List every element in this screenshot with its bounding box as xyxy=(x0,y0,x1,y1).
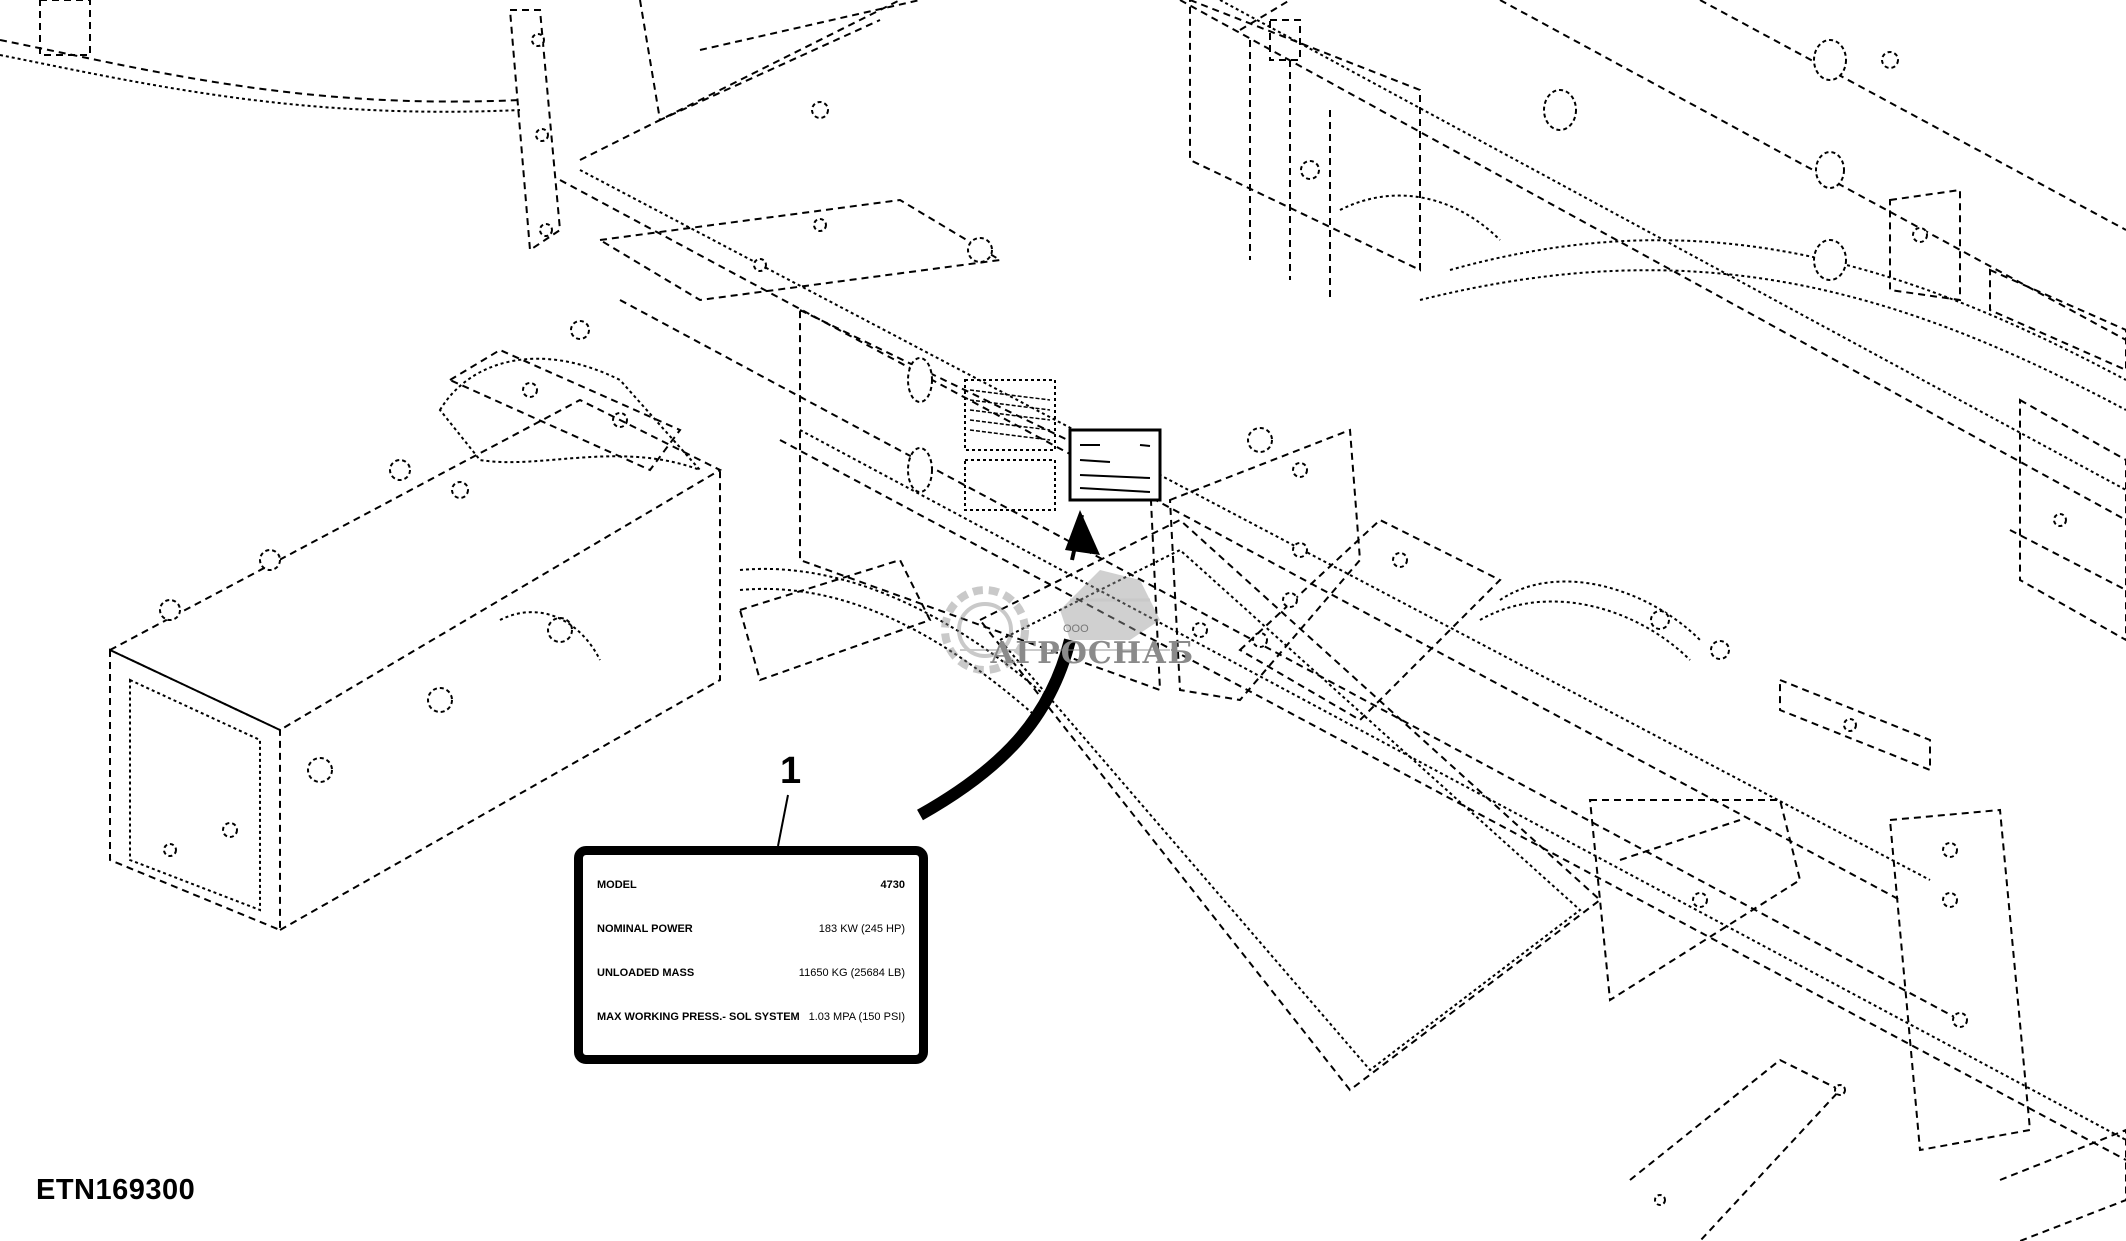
center-block xyxy=(597,198,1362,721)
plate-row-value: 1.03 MPA (150 PSI) xyxy=(808,1011,905,1023)
figure-id: ETN169300 xyxy=(36,1174,196,1206)
watermark-prefix: ООО xyxy=(1063,623,1089,635)
plate-row-name: UNLOADED MASS xyxy=(597,967,695,979)
plate-row-value: 4730 xyxy=(880,879,905,891)
plate-row-name: MAX WORKING PRESS.- SOL SYSTEM xyxy=(597,1011,800,1023)
plate-row-max-working-pressure: MAX WORKING PRESS.- SOL SYSTEM 1.03 MPA … xyxy=(597,1011,905,1023)
lower-plate xyxy=(978,518,1602,1092)
watermark-logo xyxy=(941,570,1170,674)
top-left-frame xyxy=(0,0,921,252)
callout-number: 1 xyxy=(780,750,802,792)
center-bracket xyxy=(1189,0,1501,300)
plate-row-name: NOMINAL POWER xyxy=(597,923,693,935)
plate-row-value: 11650 KG (25684 LB) xyxy=(798,967,905,979)
plate-row-nominal-power: NOMINAL POWER 183 KW (245 HP) xyxy=(597,923,905,935)
plate-row-value: 183 KW (245 HP) xyxy=(818,923,905,935)
left-box-beam xyxy=(107,398,723,932)
plate-row-name: MODEL xyxy=(597,879,637,891)
plate-row-unloaded-mass: UNLOADED MASS 11650 KG (25684 LB) xyxy=(597,967,905,979)
plate-row-model: MODEL 4730 xyxy=(597,879,905,891)
callout-arrow xyxy=(917,510,1100,821)
decal-location xyxy=(1068,428,1162,502)
callout-leader xyxy=(777,794,789,847)
hitch-bracket xyxy=(1479,580,1931,1002)
identification-label-plate: MODEL 4730 NOMINAL POWER 183 KW (245 HP)… xyxy=(574,846,928,1064)
right-frame xyxy=(1543,39,2126,1241)
watermark-company-name: АГРОСНАБ xyxy=(990,636,1195,671)
vent-grille xyxy=(964,379,1056,511)
main-beams xyxy=(559,0,2126,1161)
left-hitch xyxy=(438,320,932,682)
